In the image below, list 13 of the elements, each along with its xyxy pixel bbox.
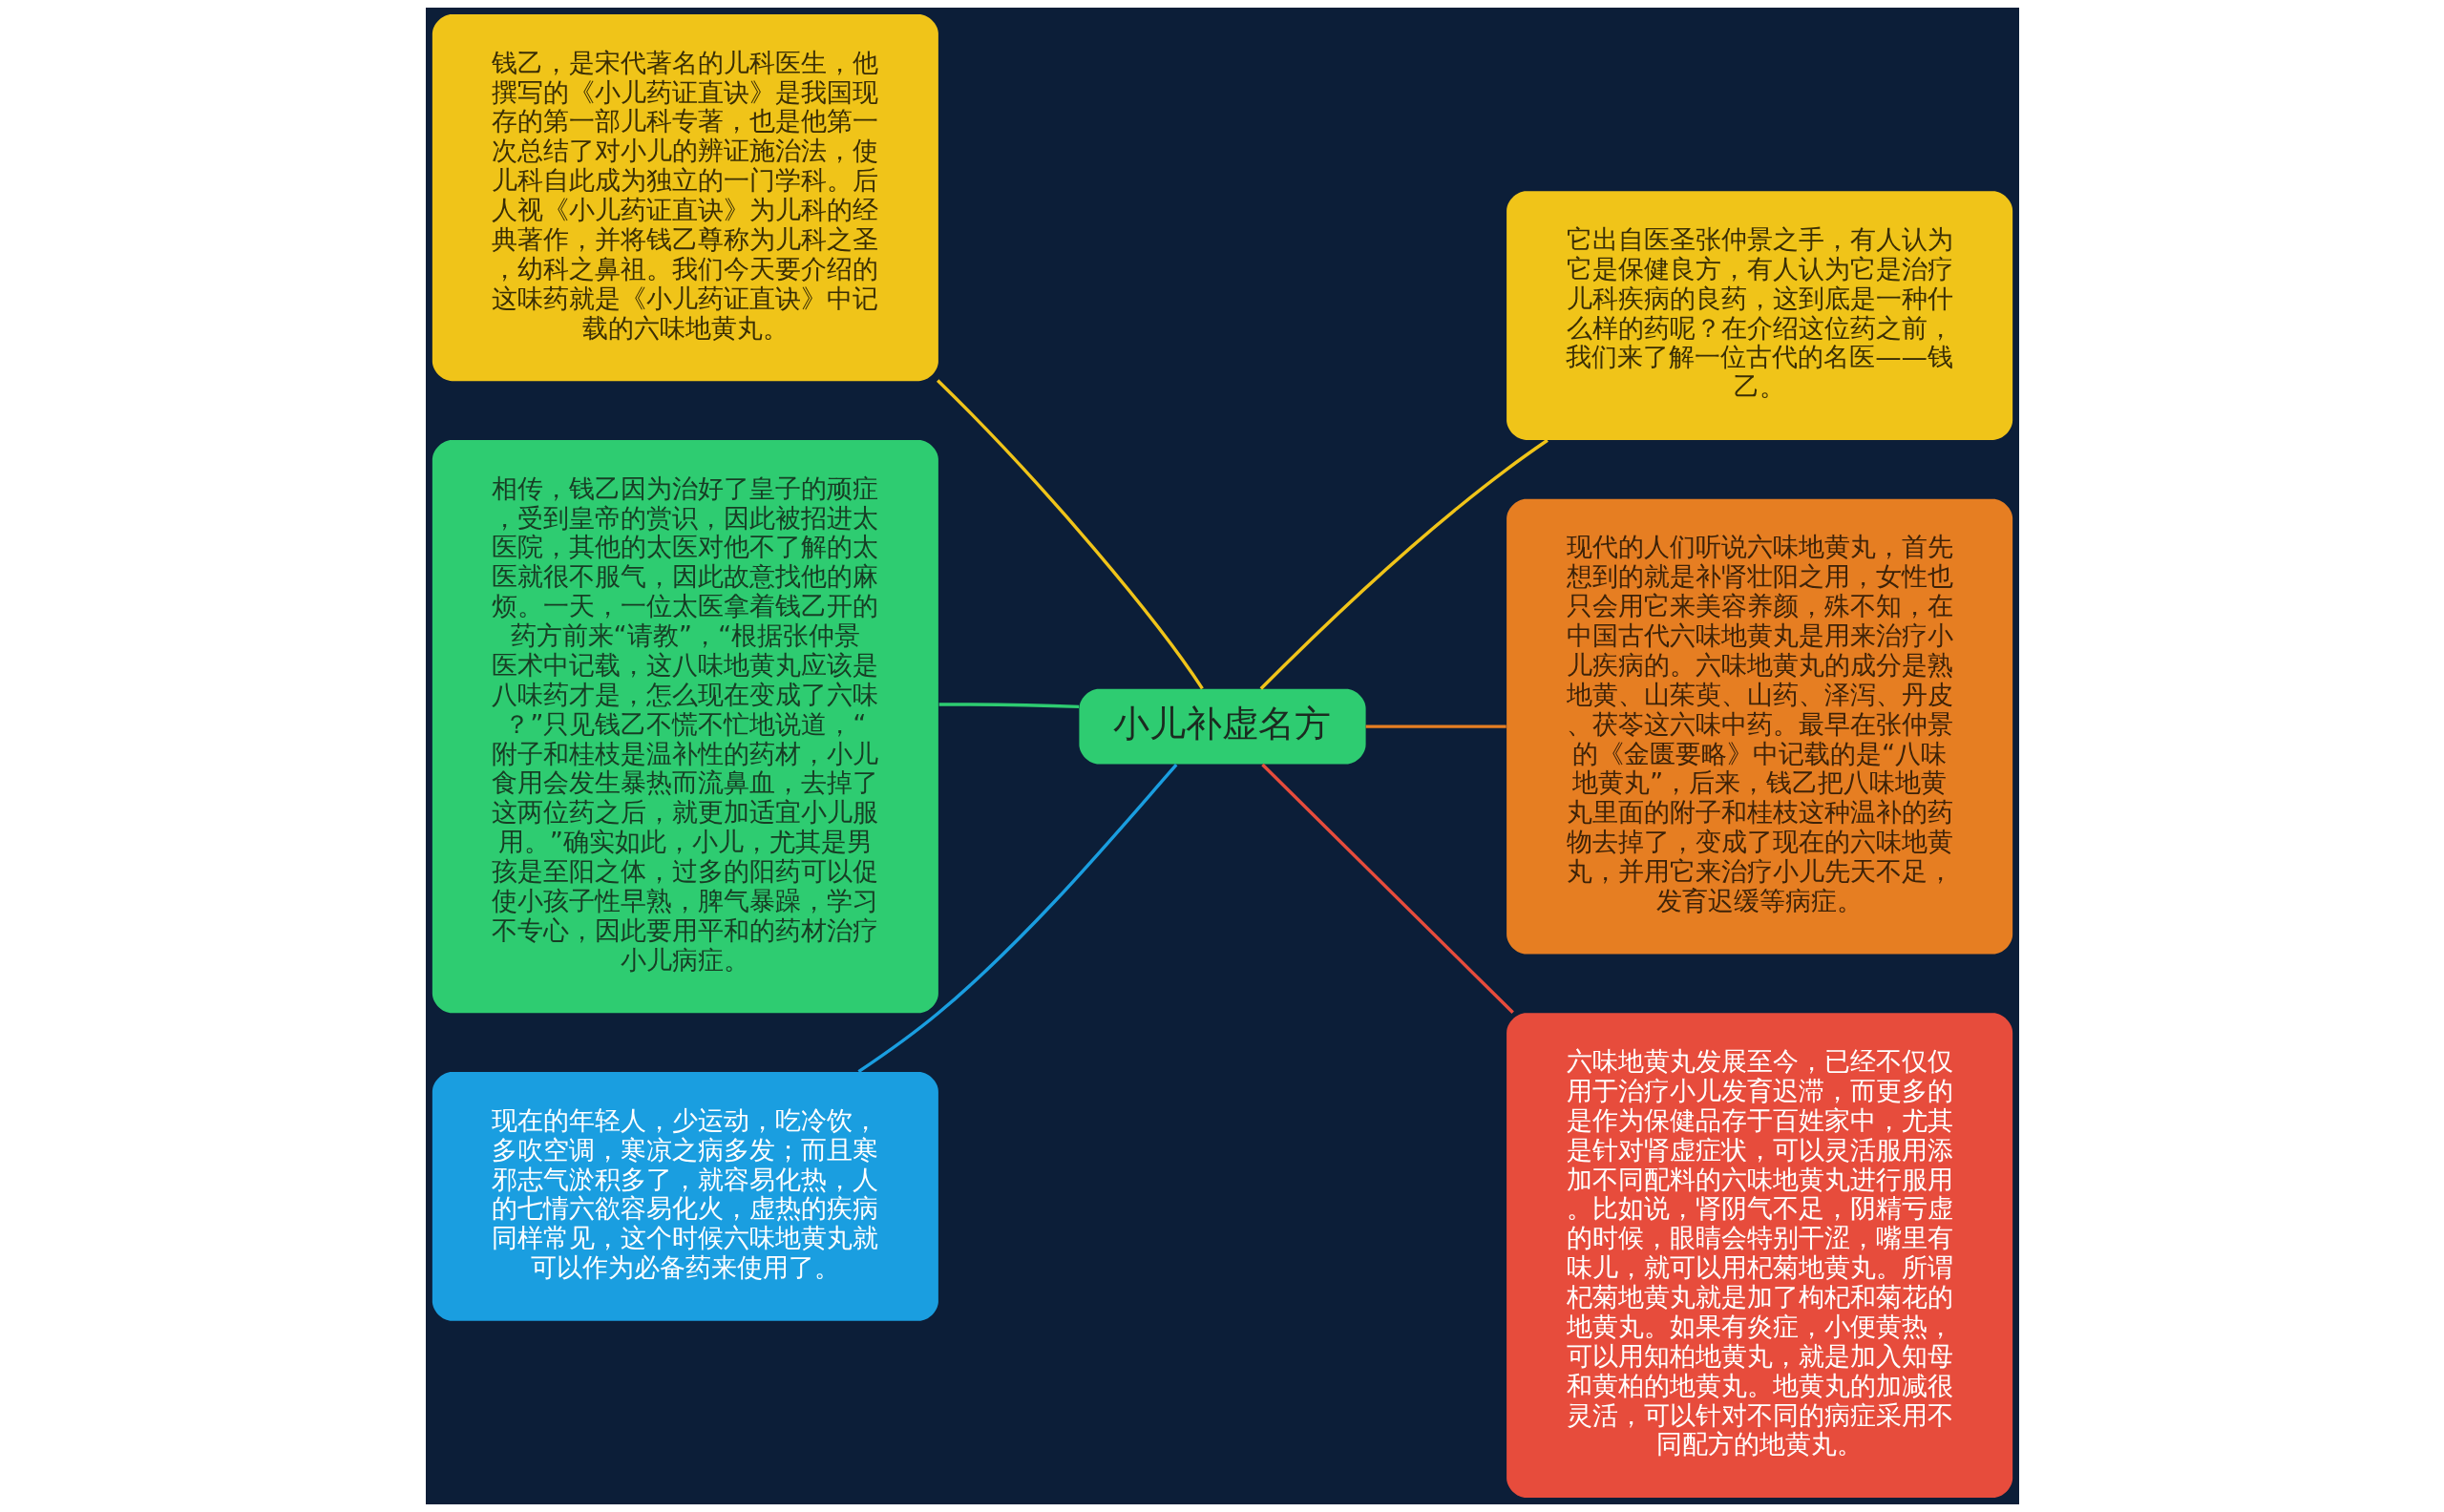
node-box: 相传，钱乙因为治好了皇子的顽症，受到皇帝的赏识，因此被招进太医院，其他的太医对他不了解的太医就很不服气，因此故意找他的麻烦。一天，一位太医拿着钱乙开的药方前来“请教”，“根据张仲景医术中记载，这八味地黄丸应该是八味药才是，怎么现在变成了六味？”只见钱乙不慌不忙地说道，“附子和桂枝是温补性的药材，小儿食用会发生暴热而流鼻血，去掉了这两位药之后，就更加适宜小儿服用。”确实如此，小儿，尤其是男孩是至阳之体，过多的阳药可以促使小孩子性早熟，脾气暴躁，学习不专心，因此要用平和的药材治疗小儿病症。 — [432, 439, 938, 1014]
connector — [1365, 724, 1506, 728]
connector — [856, 764, 1177, 1074]
node-box: 六味地黄丸发展至今，已经不仅仅用于治疗小儿发育迟滞，而更多的是作为保健品存于百姓家中，尤其是针对肾虚症状，可以灵活服用添加不同配料的六味地黄丸进行服用。比如说，肾阴气不足，阴精亏虚的时候，眼睛会特别干涩，嘴里有味儿，就可以用杞菊地黄丸。所谓杞菊地黄丸就是加了枸杞和菊花的地黄丸。如果有炎症，小便黄热，可以用知柏地黄丸，就是加入知母和黄柏的地黄丸。地黄丸的加减很灵活，可以针对不同的病症采用不同配方的地黄丸。 — [1506, 1013, 2012, 1499]
node-box: 小儿补虚名方 — [1078, 688, 1366, 765]
node-box: 它出自医圣张仲景之手，有人认为它是保健良方，有人认为它是治疗儿科疾病的良药，这到底是一种什么样的药呢？在介绍这位药之前，我们来了解一位古代的名医——钱乙。 — [1506, 191, 2012, 440]
node-box: 钱乙，是宋代著名的儿科医生，他撰写的《小儿药证直诀》是我国现存的第一部儿科专著，也是他第一次总结了对小儿的辨证施治法，使儿科自此成为独立的一门学科。后人视《小儿药证直诀》为儿科的经典著作，并将钱乙尊称为儿科之圣，幼科之鼻祖。我们今天要介绍的这味药就是《小儿药证直诀》中记载的六味地黄丸。 — [432, 13, 938, 382]
connector — [1260, 763, 1514, 1015]
connector — [938, 703, 1079, 709]
connector — [936, 379, 1204, 690]
node-box: 现代的人们听说六味地黄丸，首先想到的就是补肾壮阳之用，女性也只会用它来美容养颜，殊不知，在中国古代六味地黄丸是用来治疗小儿疾病的。六味地黄丸的成分是熟地黄、山茱萸、山药、泽泻、丹皮、茯苓这六味中药。最早在张仲景的《金匮要略》中记载的是“八味地黄丸”，后来，钱乙把八味地黄丸里面的附子和桂枝这种温补的药物去掉了，变成了现在的六味地黄丸，并用它来治疗小儿先天不足，发育迟缓等病症。 — [1506, 498, 2012, 955]
connector — [1259, 438, 1549, 690]
node-box: 现在的年轻人，少运动，吃冷饮，多吹空调，寒凉之病多发；而且寒邪志气淤积多了，就容易化热，人的七情六欲容易化火，虚热的疾病同样常见，这个时候六味地黄丸就可以作为必备药来使用了。 — [432, 1072, 938, 1321]
